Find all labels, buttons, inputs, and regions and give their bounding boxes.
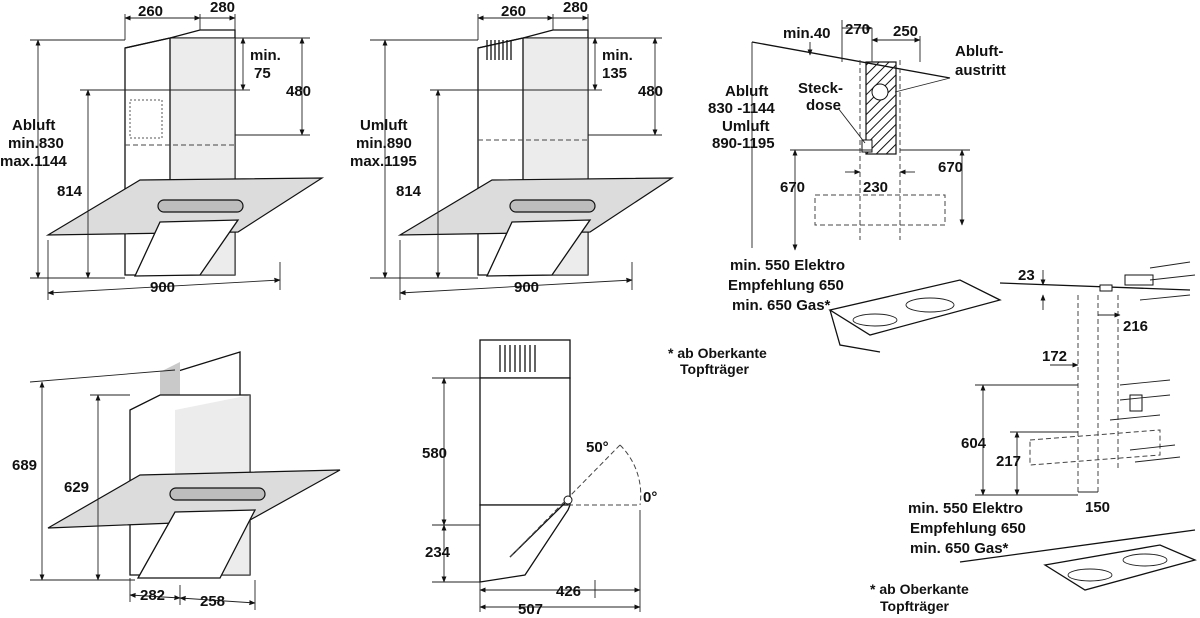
handle-bar bbox=[157, 199, 244, 213]
note-elektro: min. 550 Elektro bbox=[908, 500, 1023, 517]
lower-body bbox=[133, 219, 240, 277]
label-umluft: Umluft bbox=[360, 117, 408, 134]
dim-604: 604 bbox=[961, 435, 987, 452]
dim-689: 689 bbox=[12, 457, 37, 474]
dim-max1144: max.1144 bbox=[0, 153, 67, 170]
footnote-ab-oberkante: * ab Oberkante bbox=[870, 581, 969, 597]
note-gas: min. 650 Gas* bbox=[910, 540, 1009, 557]
dim-280: 280 bbox=[210, 0, 235, 16]
dim-250: 250 bbox=[893, 23, 918, 40]
dim-172: 172 bbox=[1042, 348, 1067, 365]
handle-bar bbox=[509, 199, 596, 213]
dim-260: 260 bbox=[138, 3, 163, 20]
note-elektro: min. 550 Elektro bbox=[730, 257, 845, 274]
dim-216: 216 bbox=[1123, 318, 1148, 335]
hatched-duct-area bbox=[865, 61, 897, 155]
handle-bar bbox=[169, 487, 266, 501]
footnote-topftraeger: Topfträger bbox=[680, 361, 750, 377]
label-abluft-austritt-1: Abluft- bbox=[955, 43, 1003, 60]
footnote-topftraeger: Topfträger bbox=[880, 598, 950, 614]
bracket-install-view: 23 216 172 604 217 150 min. 550 Elektro … bbox=[870, 261, 1197, 614]
dim-258: 258 bbox=[200, 593, 225, 610]
dim-min890: min.890 bbox=[356, 135, 412, 152]
dim-min40: min.40 bbox=[783, 25, 831, 42]
angle-0: 0° bbox=[643, 489, 657, 506]
dim-580: 580 bbox=[422, 445, 447, 462]
dim-480: 480 bbox=[286, 83, 311, 100]
label-abluft-austritt-2: austritt bbox=[955, 62, 1006, 79]
note-empfehlung: Empfehlung 650 bbox=[910, 520, 1026, 537]
dim-629: 629 bbox=[64, 479, 89, 496]
cooktop bbox=[828, 279, 1002, 336]
dim-890-1195: 890-1195 bbox=[712, 135, 775, 152]
dim-900: 900 bbox=[514, 279, 539, 296]
exhaust-front-view: 260 280 min. 75 480 Abluft min.830 max.1… bbox=[0, 0, 325, 300]
angle-50: 50° bbox=[586, 439, 609, 456]
dim-135: 135 bbox=[602, 65, 627, 82]
dim-234: 234 bbox=[425, 544, 451, 561]
bracket-screws bbox=[1099, 261, 1196, 463]
dim-max1195: max.1195 bbox=[350, 153, 417, 170]
dim-260: 260 bbox=[501, 3, 526, 20]
label-umluft: Umluft bbox=[722, 118, 770, 135]
dim-230: 230 bbox=[863, 179, 888, 196]
dim-814: 814 bbox=[396, 183, 422, 200]
dim-507: 507 bbox=[518, 601, 543, 618]
dim-150: 150 bbox=[1085, 499, 1110, 516]
label-abluft: Abluft bbox=[12, 117, 55, 134]
label-steckdose-2: dose bbox=[806, 97, 841, 114]
dim-min-label: min. bbox=[602, 47, 633, 64]
dim-814: 814 bbox=[57, 183, 83, 200]
note-empfehlung: Empfehlung 650 bbox=[728, 277, 844, 294]
dim-min830: min.830 bbox=[8, 135, 64, 152]
side-view: 50° 0° 580 234 426 507 bbox=[422, 339, 657, 618]
cooktop bbox=[1043, 544, 1197, 591]
label-abluft: Abluft bbox=[725, 83, 768, 100]
vent-slots bbox=[486, 40, 512, 60]
footnote-ab-oberkante: * ab Oberkante bbox=[668, 345, 767, 361]
label-steckdose-1: Steck- bbox=[798, 80, 843, 97]
wall-install-view: 270 250 min.40 Abluft- austritt Steck- d… bbox=[668, 20, 1006, 377]
dim-min-label: min. bbox=[250, 47, 281, 64]
dim-217: 217 bbox=[996, 453, 1021, 470]
vent-grille bbox=[129, 99, 163, 139]
dim-23: 23 bbox=[1018, 267, 1035, 284]
dim-900: 900 bbox=[150, 279, 175, 296]
dim-670-left: 670 bbox=[780, 179, 805, 196]
dim-270: 270 bbox=[845, 21, 870, 38]
socket-box bbox=[861, 139, 873, 153]
vent-slots bbox=[499, 345, 536, 372]
dim-282: 282 bbox=[140, 587, 165, 604]
dim-830-1144: 830 -1144 bbox=[708, 100, 775, 117]
dim-670-right: 670 bbox=[938, 159, 963, 176]
dim-480: 480 bbox=[638, 83, 663, 100]
lower-body bbox=[485, 219, 592, 277]
dim-280: 280 bbox=[563, 0, 588, 16]
dim-426: 426 bbox=[556, 583, 581, 600]
recirc-front-view: 260 280 min. 135 480 Umluft min.890 max.… bbox=[350, 0, 675, 300]
dim-75: 75 bbox=[254, 65, 271, 82]
perspective-view: 689 629 282 258 bbox=[12, 351, 341, 610]
note-gas: min. 650 Gas* bbox=[732, 297, 831, 314]
side-lower bbox=[479, 504, 571, 583]
lower-body bbox=[136, 509, 257, 579]
side-chimney bbox=[479, 377, 571, 506]
